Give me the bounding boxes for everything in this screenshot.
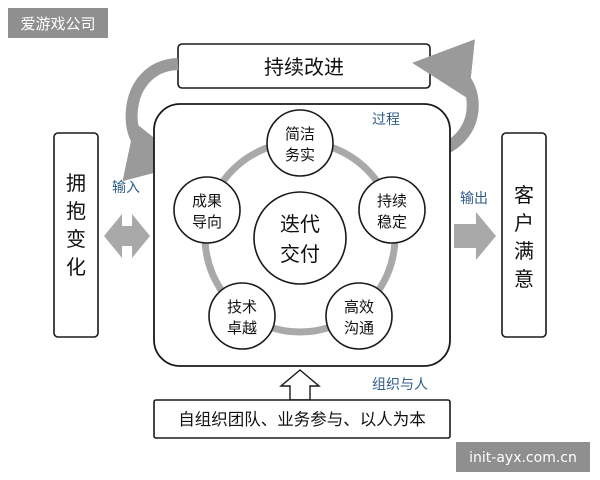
node-concise: 简洁 务实 [266, 109, 334, 177]
feedback-arrow-left [122, 58, 188, 182]
node-concise-line-2: 务实 [285, 146, 315, 164]
node-technical: 技术 卓越 [208, 282, 276, 350]
watermark-bottom-right: init-ayx.com.cn [456, 442, 590, 472]
watermark-top-left: 爱游戏公司 [8, 8, 108, 38]
watermark-bottom-right-text: init-ayx.com.cn [469, 450, 577, 466]
embrace-change-char-2: 抱 [66, 199, 86, 223]
embrace-change-char-4: 化 [66, 255, 86, 279]
customer-satisfaction-char-2: 户 [514, 211, 534, 235]
core-line-1: 迭代 [280, 212, 320, 236]
node-stable-line-2: 稳定 [377, 213, 407, 231]
embrace-change-char-3: 变 [66, 227, 86, 251]
input-label: 输入 [112, 180, 140, 196]
node-results: 成果 导向 [173, 176, 241, 244]
output-arrow [454, 212, 496, 260]
core-circle: 迭代 交付 [253, 191, 347, 285]
team-principles-text: 自组织团队、业务参与、以人为本 [178, 410, 426, 429]
node-results-line-1: 成果 [192, 192, 222, 210]
node-communication: 高效 沟通 [325, 282, 393, 350]
node-technical-line-2: 卓越 [227, 319, 257, 337]
node-stable: 持续 稳定 [358, 176, 426, 244]
customer-satisfaction-char-3: 满 [514, 239, 534, 263]
node-technical-line-1: 技术 [227, 298, 257, 316]
output-label: 输出 [460, 191, 488, 207]
organization-people-label: 组织与人 [372, 377, 428, 393]
customer-satisfaction-box: 客 户 满 意 [501, 132, 547, 338]
node-stable-line-1: 持续 [377, 192, 407, 210]
customer-satisfaction-char-1: 客 [514, 183, 534, 207]
input-double-arrow [104, 214, 150, 258]
node-concise-line-1: 简洁 [285, 125, 315, 143]
continuous-improvement-box: 持续改进 [177, 43, 431, 89]
process-label: 过程 [372, 112, 400, 128]
customer-satisfaction-char-4: 意 [514, 267, 534, 291]
watermark-top-left-text: 爱游戏公司 [20, 15, 95, 33]
node-communication-line-1: 高效 [344, 298, 374, 316]
embrace-change-box: 拥 抱 变 化 [53, 132, 99, 338]
continuous-improvement-label: 持续改进 [264, 55, 344, 79]
node-results-line-2: 导向 [192, 213, 222, 231]
embrace-change-char-1: 拥 [66, 171, 86, 195]
core-line-2: 交付 [280, 242, 320, 266]
up-arrow [279, 369, 321, 401]
team-principles-box: 自组织团队、业务参与、以人为本 [153, 399, 451, 439]
node-communication-line-2: 沟通 [344, 319, 374, 337]
